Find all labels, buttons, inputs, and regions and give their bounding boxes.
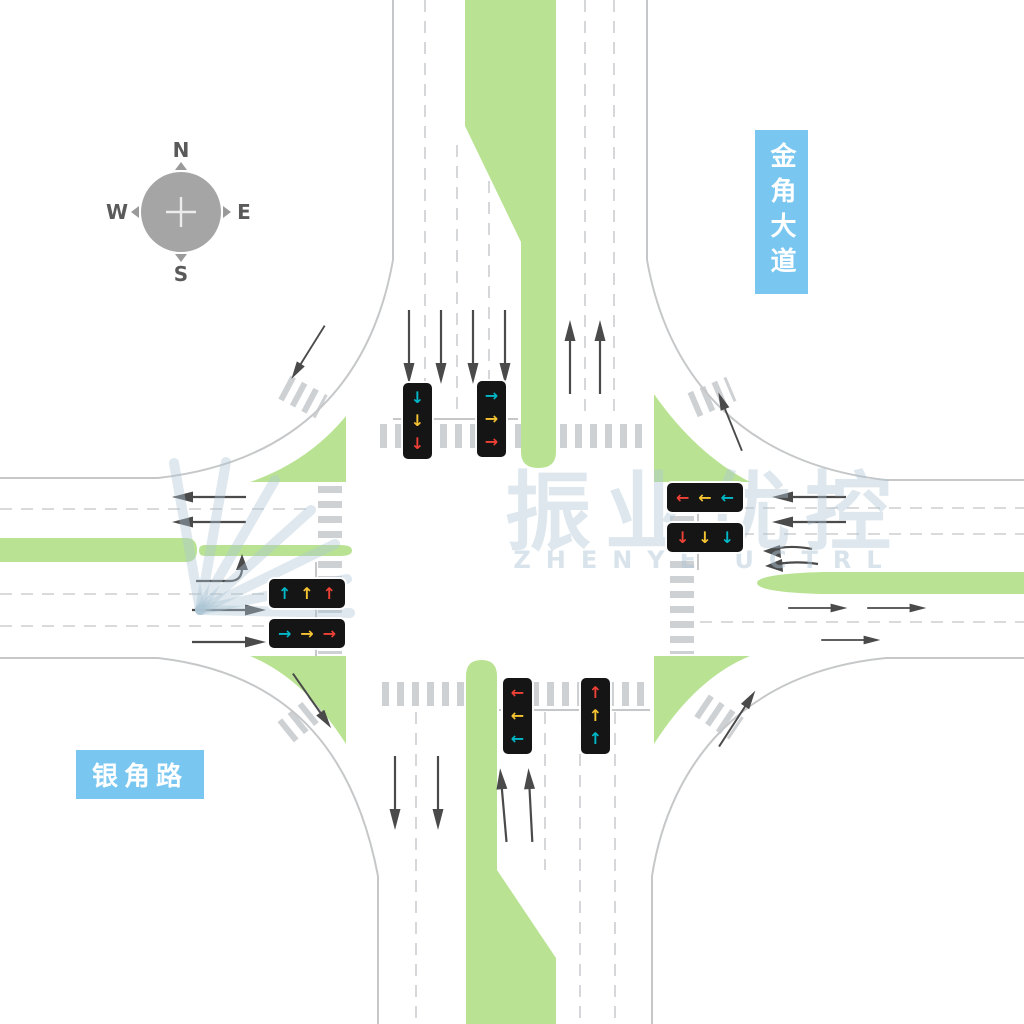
signal-arrow: ← (510, 706, 525, 725)
signal-head-south-through[interactable]: ↑ ↑ ↑ (581, 678, 610, 754)
signal-arrow: ↓ (698, 527, 712, 547)
crosswalk-slip-northwest (278, 375, 328, 419)
median-west-thin (199, 545, 352, 556)
corner-northwest (157, 259, 394, 479)
pavement-arrows (170, 308, 928, 844)
island-northeast (654, 394, 750, 482)
slip-arrow-southeast (713, 686, 761, 751)
signal-arrow: ← (675, 487, 690, 507)
island-northwest (250, 416, 346, 482)
signal-head-west-through[interactable]: → → → (269, 619, 345, 648)
signal-arrow: ↓ (675, 527, 690, 547)
signal-arrow: ← (720, 487, 735, 507)
signal-arrow: → (300, 623, 314, 643)
signal-head-north-left[interactable]: → → → (477, 381, 506, 457)
signal-arrow: ← (510, 729, 525, 748)
corner-southwest (157, 657, 379, 877)
island-southwest (250, 656, 346, 744)
signal-arrow: ↑ (588, 706, 603, 725)
compass-n: N (173, 138, 190, 162)
road-label-north-south-avenue: 金角大道 (755, 130, 808, 294)
corner-southeast (651, 657, 887, 877)
road-label-east-west-road: 银角路 (76, 750, 205, 799)
signal-arrow: ↓ (410, 434, 425, 453)
signal-arrow: → (484, 432, 499, 451)
left-uturn-arrow (196, 554, 248, 583)
signal-arrow: ↑ (322, 583, 337, 603)
signal-arrow: ↑ (588, 729, 603, 748)
signal-head-south-left[interactable]: ← ← ← (503, 678, 532, 754)
median-north (465, 0, 556, 468)
slip-arrow-northwest (286, 322, 330, 383)
signal-arrow: ↑ (277, 583, 292, 603)
compass-e: E (237, 200, 251, 224)
compass-w: W (106, 200, 128, 224)
watermark-logo-icon (169, 457, 355, 618)
median-west-wide (0, 538, 197, 562)
island-southeast (654, 656, 750, 744)
signal-arrow: → (322, 623, 337, 643)
median-south (466, 660, 556, 1024)
median-east (757, 572, 1024, 594)
signal-head-north-through[interactable]: ↓ ↓ ↓ (403, 383, 432, 459)
compass-icon: N S E W (106, 138, 251, 286)
crosswalk-slip-southeast (694, 694, 744, 740)
signal-arrow: ↑ (300, 583, 314, 603)
merge-arrows-east (763, 545, 819, 572)
signal-head-east-through[interactable]: ← ← ← (667, 483, 743, 512)
signal-arrow: ↓ (410, 388, 425, 407)
signal-arrow: ↓ (720, 527, 735, 547)
signal-head-east-left[interactable]: ↓ ↓ ↓ (667, 523, 743, 552)
signal-arrow: ← (698, 487, 712, 507)
compass-s: S (174, 262, 188, 286)
signal-arrow: → (484, 386, 499, 405)
signal-arrow: ← (510, 683, 525, 702)
signal-head-west-left[interactable]: ↑ ↑ ↑ (269, 579, 345, 608)
signal-arrow: → (484, 409, 499, 428)
signal-arrow: ↓ (410, 411, 425, 430)
signal-arrow: ↑ (588, 683, 603, 702)
signal-arrow: → (277, 623, 292, 643)
